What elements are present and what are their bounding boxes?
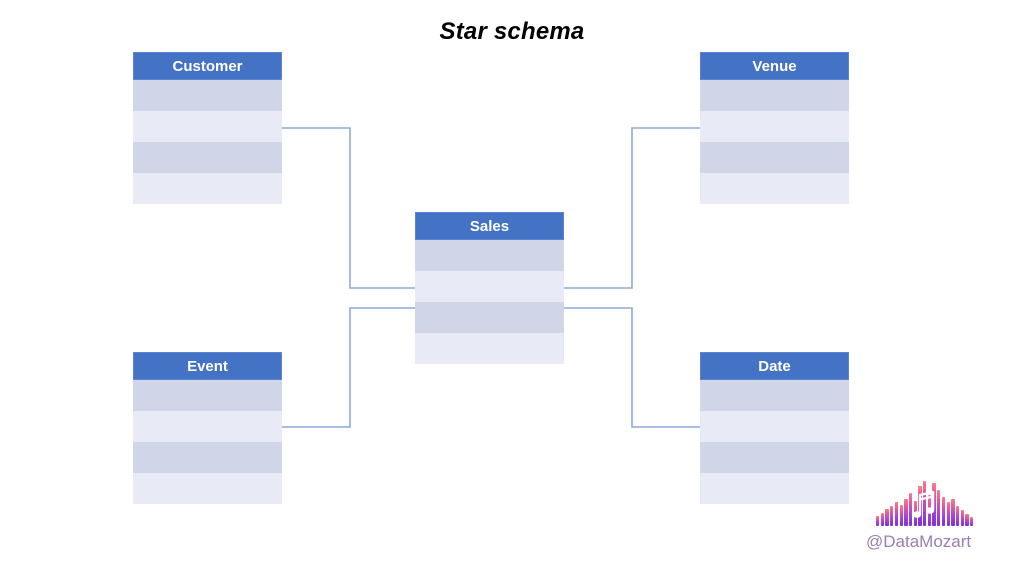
connector-date-sales — [564, 307, 700, 428]
table-row — [700, 111, 849, 142]
table-row — [133, 473, 282, 504]
equalizer-bar — [908, 493, 913, 526]
equalizer-bar — [904, 499, 908, 526]
table-row — [700, 473, 849, 504]
connector-event-sales — [282, 307, 415, 428]
table-row — [700, 442, 849, 473]
table-row — [133, 142, 282, 173]
entity-table-sales[interactable]: Sales — [415, 212, 564, 364]
table-row — [415, 271, 564, 302]
equalizer-bar — [965, 514, 969, 526]
page-title: Star schema — [439, 18, 585, 45]
equalizer-bar — [955, 506, 960, 526]
equalizer-bar — [876, 516, 880, 526]
table-row — [133, 411, 282, 442]
entity-table-event[interactable]: Event — [133, 352, 282, 504]
datamozart-logo: @DataMozart — [866, 478, 1006, 570]
equalizer-bar — [890, 506, 894, 526]
equalizer-bar — [970, 517, 974, 526]
entity-table-customer[interactable]: Customer — [133, 52, 282, 204]
equalizer-bar — [880, 513, 885, 526]
table-row — [700, 173, 849, 204]
equalizer-bar — [946, 502, 950, 526]
equalizer-bar — [941, 497, 946, 526]
table-header-customer: Customer — [133, 52, 282, 80]
table-row — [415, 240, 564, 271]
connector-venue-sales — [564, 127, 700, 289]
equalizer-music-note-icon — [876, 478, 976, 526]
equalizer-bar — [937, 490, 941, 526]
table-row — [133, 111, 282, 142]
table-header-venue: Venue — [700, 52, 849, 80]
table-row — [700, 142, 849, 173]
table-row — [700, 380, 849, 411]
table-row — [415, 333, 564, 364]
table-row — [133, 380, 282, 411]
equalizer-bar — [960, 510, 964, 526]
table-header-sales: Sales — [415, 212, 564, 240]
table-row — [133, 442, 282, 473]
table-row — [700, 411, 849, 442]
entity-table-venue[interactable]: Venue — [700, 52, 849, 204]
entity-table-date[interactable]: Date — [700, 352, 849, 504]
table-header-date: Date — [700, 352, 849, 380]
table-row — [133, 80, 282, 111]
connector-customer-sales — [282, 127, 415, 289]
table-row — [415, 302, 564, 333]
table-row — [700, 80, 849, 111]
equalizer-bar — [894, 502, 899, 526]
table-row — [133, 173, 282, 204]
equalizer-bar — [923, 481, 927, 526]
equalizer-bar — [951, 499, 955, 526]
table-header-event: Event — [133, 352, 282, 380]
equalizer-bar — [899, 505, 903, 526]
equalizer-bar — [885, 509, 889, 526]
music-note-icon — [912, 490, 935, 518]
logo-handle: @DataMozart — [866, 532, 972, 551]
